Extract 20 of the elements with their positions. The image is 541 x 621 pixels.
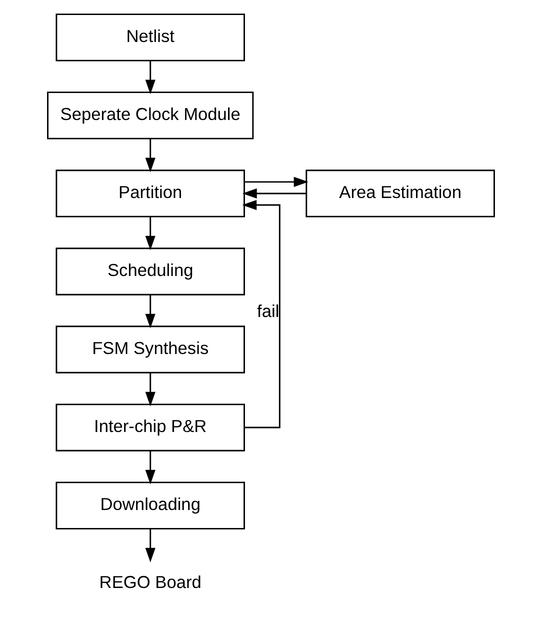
node-box: Netlist [55, 14, 244, 62]
arrow [244, 176, 308, 187]
arrow [242, 188, 306, 199]
arrow [144, 138, 155, 172]
arrow [144, 372, 155, 406]
node-box: Downloading [55, 482, 244, 530]
node-box: Scheduling [55, 248, 244, 296]
node-text: REGO Board [98, 572, 201, 592]
arrow [242, 200, 280, 428]
node-box: Seperate Clock Module [46, 92, 254, 140]
edge-label: fail [256, 301, 279, 322]
arrow [144, 294, 155, 328]
node-box: FSM Synthesis [55, 326, 244, 374]
arrow [144, 60, 155, 94]
arrow [144, 528, 155, 562]
node-box: Partition [55, 170, 244, 218]
node-box: Area Estimation [305, 170, 494, 218]
arrow [144, 450, 155, 484]
arrow [144, 216, 155, 250]
node-box: Inter-chip P&R [55, 404, 244, 452]
